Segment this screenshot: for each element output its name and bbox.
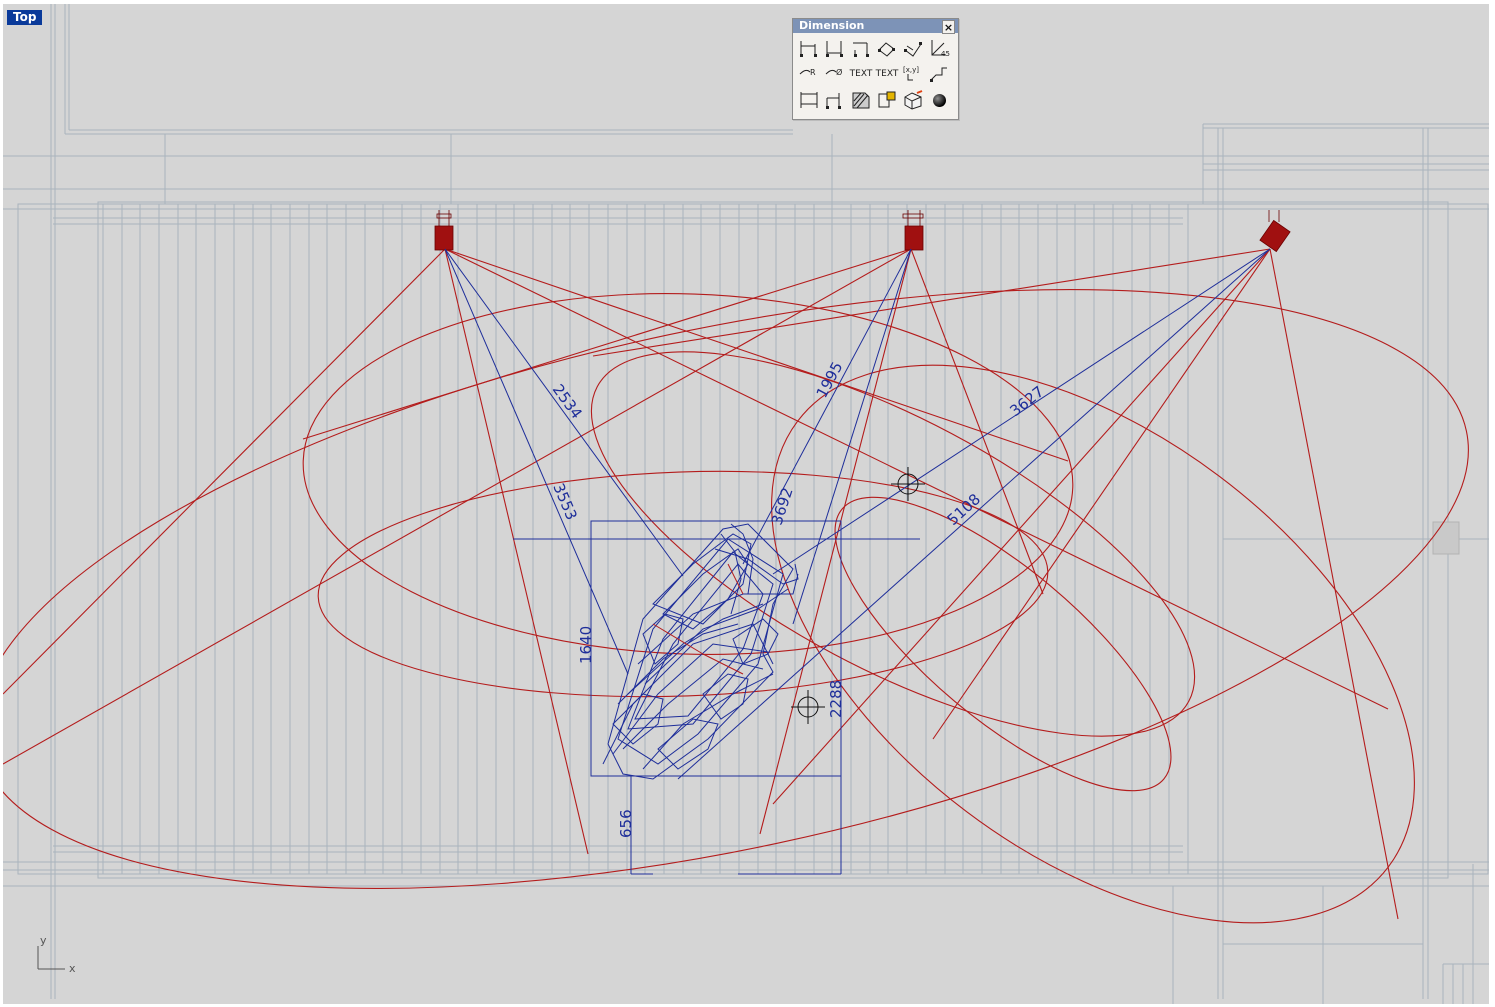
svg-text:Ø: Ø — [836, 67, 842, 77]
car-inner-red-lines — [652, 563, 744, 675]
svg-text:[x,y]: [x,y] — [903, 66, 919, 74]
dimension-label-2288[interactable]: 2288 — [827, 680, 845, 718]
radius-dimension-icon: R — [799, 68, 816, 77]
leader-icon — [930, 67, 947, 82]
dimension-label-3627[interactable]: 3627 — [1006, 382, 1047, 420]
angle-dimension-icon — [878, 42, 895, 57]
axis-y-label: y — [40, 934, 47, 947]
dimension-label-1640[interactable]: 1640 — [577, 626, 595, 664]
top-viewport[interactable]: Top — [3, 4, 1489, 1004]
aligned-dimension-button[interactable] — [822, 35, 848, 61]
make-2d-icon — [878, 91, 896, 108]
render-sphere-icon — [932, 93, 946, 107]
svg-text:45: 45 — [941, 50, 950, 58]
dimension-align-button[interactable] — [822, 87, 848, 113]
camera-3[interactable] — [1259, 210, 1291, 253]
render-button[interactable] — [926, 87, 952, 113]
diameter-dimension-icon: Ø — [825, 67, 842, 77]
arc-dimension-icon — [904, 42, 922, 57]
camera-coverage — [3, 248, 1469, 924]
make-2d-button[interactable] — [874, 87, 900, 113]
hatch-button[interactable] — [848, 87, 874, 113]
angle-dimension-button[interactable] — [874, 35, 900, 61]
ordinate-icon — [800, 92, 818, 108]
axis-x-label: x — [69, 962, 76, 975]
dimension-label-2534[interactable]: 2534 — [549, 381, 586, 422]
leader-button[interactable] — [926, 61, 952, 87]
hatch-icon — [852, 92, 870, 109]
linear-dimension-icon — [800, 41, 817, 57]
world-axes-icon — [37, 946, 65, 970]
angular-45-icon: 45 — [931, 40, 950, 58]
toolbar-close-button[interactable]: × — [942, 20, 955, 34]
aligned-dimension-icon — [826, 41, 843, 57]
cad-drawing-canvas[interactable]: 2534 3553 1995 3692 3627 5108 1640 2288 … — [3, 4, 1489, 1004]
svg-text:R: R — [810, 68, 816, 77]
rotated-dimension-icon — [853, 42, 869, 57]
text-leader-icon: TEXT — [875, 69, 899, 79]
box-edit-button[interactable] — [900, 87, 926, 113]
camera-1[interactable] — [434, 210, 454, 251]
viewport-title-top[interactable]: Top — [7, 10, 43, 25]
target-marker-1[interactable] — [891, 467, 925, 501]
dimension-lines — [444, 248, 1271, 875]
car-wireframe-model[interactable] — [602, 523, 799, 780]
radius-dimension-button[interactable]: R — [796, 61, 822, 87]
text-icon: TEXT — [849, 69, 873, 79]
coordinate-icon: [x,y] — [903, 66, 919, 81]
toolbar-title-text: Dimension — [799, 19, 865, 32]
dimension-label-656[interactable]: 656 — [617, 809, 635, 838]
linear-dimension-button[interactable] — [796, 35, 822, 61]
rail-lines — [102, 204, 1189, 874]
ordinate-dimension-button[interactable] — [796, 87, 822, 113]
target-marker-2[interactable] — [791, 690, 825, 724]
box-icon — [904, 90, 923, 110]
building-structure — [3, 4, 1489, 1004]
text-dot-button[interactable]: TEXT — [874, 61, 900, 87]
camera-2[interactable] — [902, 210, 924, 251]
diameter-dimension-button[interactable]: Ø — [822, 61, 848, 87]
angular-45-dimension-button[interactable]: 45 — [926, 35, 952, 61]
toolbar-title[interactable]: Dimension × — [793, 19, 958, 34]
dimension-align-icon — [826, 93, 841, 109]
toolbar-buttons: 45 R Ø TEXT TEXT [x,y] — [793, 33, 958, 115]
arc-dimension-button[interactable] — [900, 35, 926, 61]
rotated-dimension-button[interactable] — [848, 35, 874, 61]
point-coordinate-button[interactable]: [x,y] — [900, 61, 926, 87]
text-block-button[interactable]: TEXT — [848, 61, 874, 87]
dimension-toolbar[interactable]: Dimension × 45 R Ø TEXT TEXT [x,y] — [792, 18, 959, 120]
